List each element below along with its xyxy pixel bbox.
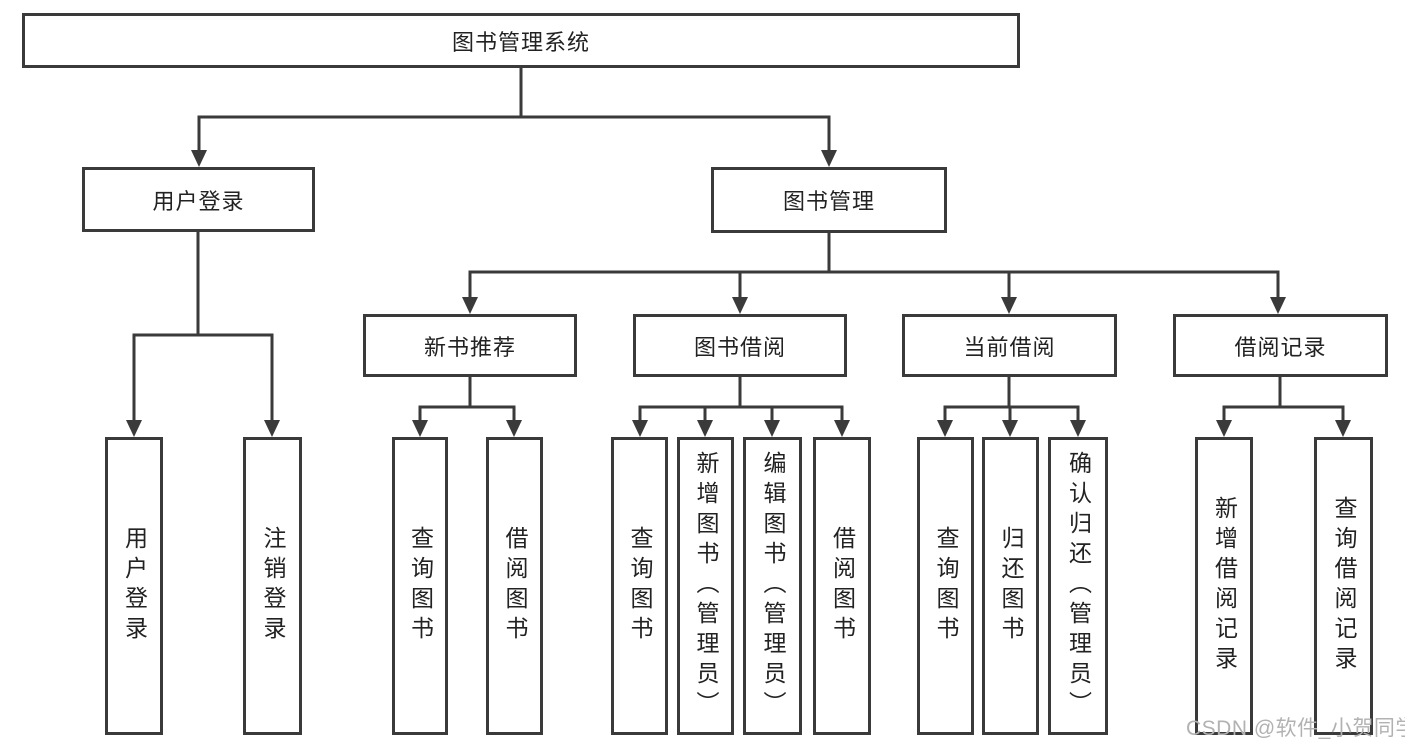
leaf-confirm-return-admin: 确认归还（管理员） [1048, 437, 1108, 735]
leaf-query-books-borrow: 查询图书 [611, 437, 668, 735]
leaf-borrow-books-borrow: 借阅图书 [813, 437, 871, 735]
node-book-borrow-label: 图书借阅 [693, 334, 786, 360]
leaf-logout-label: 注销登录 [260, 526, 286, 646]
leaf-return-books-label: 归还图书 [998, 526, 1024, 646]
leaf-return-books: 归还图书 [982, 437, 1039, 735]
leaf-edit-books-admin: 编辑图书（管理员） [743, 437, 802, 735]
node-user-login-label: 用户登录 [152, 188, 245, 214]
node-borrow-records: 借阅记录 [1173, 314, 1388, 377]
leaf-logout: 注销登录 [243, 437, 302, 735]
node-book-borrow: 图书借阅 [633, 314, 847, 377]
node-book-management-label: 图书管理 [782, 189, 875, 214]
node-user-login: 用户登录 [82, 167, 315, 232]
node-borrow-records-label: 借阅记录 [1234, 334, 1327, 360]
leaf-confirm-return-admin-label: 确认归还（管理员） [1065, 451, 1092, 721]
leaf-query-borrow-record: 查询借阅记录 [1314, 437, 1373, 735]
node-root-label: 图书管理系统 [451, 29, 590, 55]
leaf-borrow-books-borrow-label: 借阅图书 [829, 526, 856, 646]
leaf-query-borrow-record-label: 查询借阅记录 [1331, 496, 1357, 676]
node-current-borrow: 当前借阅 [902, 314, 1117, 377]
node-root: 图书管理系统 [22, 13, 1020, 68]
leaf-add-books-admin-label: 新增图书（管理员） [693, 451, 719, 721]
node-current-borrow-label: 当前借阅 [963, 334, 1056, 360]
leaf-query-books-recommend: 查询图书 [392, 437, 448, 735]
leaf-edit-books-admin-label: 编辑图书（管理员） [760, 451, 786, 721]
leaf-borrow-books-recommend-label: 借阅图书 [502, 526, 528, 646]
leaf-add-books-admin: 新增图书（管理员） [677, 437, 734, 735]
node-new-book-recommend-label: 新书推荐 [423, 334, 516, 360]
leaf-add-borrow-record-label: 新增借阅记录 [1211, 496, 1238, 676]
node-book-management: 图书管理 [711, 167, 947, 233]
leaf-borrow-books-recommend: 借阅图书 [486, 437, 543, 735]
leaf-user-login: 用户登录 [105, 437, 163, 735]
watermark: CSDN @软件_小贺同学 [1186, 717, 1405, 740]
leaf-query-books-recommend-label: 查询图书 [407, 526, 434, 646]
leaf-user-login-label: 用户登录 [121, 526, 148, 646]
leaf-query-books-current-label: 查询图书 [933, 526, 959, 646]
leaf-query-books-borrow-label: 查询图书 [627, 526, 653, 646]
leaf-query-books-current: 查询图书 [917, 437, 974, 735]
leaf-add-borrow-record: 新增借阅记录 [1195, 437, 1253, 735]
node-new-book-recommend: 新书推荐 [363, 314, 577, 377]
